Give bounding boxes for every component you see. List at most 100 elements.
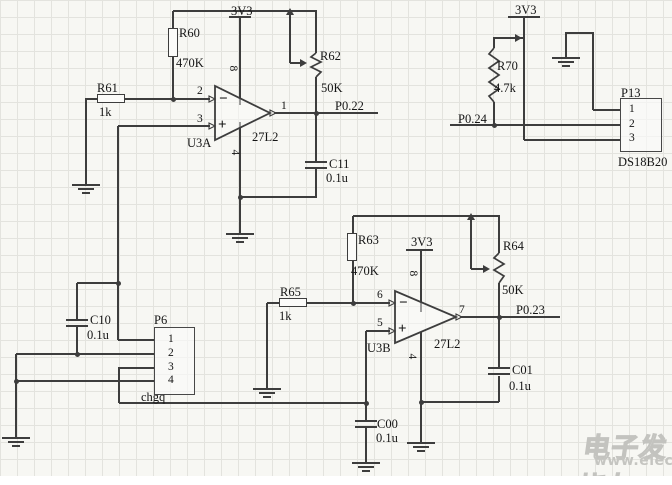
wire-segment <box>498 216 500 253</box>
wire-segment <box>172 57 174 99</box>
wire-arrow-icon <box>515 34 522 42</box>
wire-segment <box>16 380 154 382</box>
wire-segment <box>16 353 154 355</box>
wire-segment <box>315 169 317 197</box>
wire-segment <box>76 283 78 319</box>
wire-segment <box>274 112 378 114</box>
wire-segment <box>494 37 524 39</box>
wire-segment <box>592 33 594 110</box>
wire-segment <box>117 126 119 340</box>
connector-body-p6 <box>154 327 195 395</box>
wire-segment <box>420 332 422 442</box>
wire-segment <box>493 37 495 48</box>
junction-dot <box>171 97 176 102</box>
power-net-label: 3V3 <box>231 4 253 18</box>
wire-segment <box>77 282 119 284</box>
capacitor-plate-c10 <box>66 319 88 322</box>
junction-dot <box>116 281 121 286</box>
connector-body-p13 <box>620 98 662 152</box>
wiper-junction-arrow-icon <box>286 8 294 15</box>
connector-pin-number: 3 <box>629 132 635 144</box>
ref-u3b: U3B <box>367 341 391 355</box>
wire-segment <box>118 339 154 341</box>
wire-segment <box>267 302 279 304</box>
wire-segment <box>239 196 317 198</box>
value-r64: 50K <box>502 283 524 297</box>
ref-p6: P6 <box>154 313 168 327</box>
wire-segment <box>365 403 367 420</box>
wire-segment <box>421 401 499 403</box>
opamp-symbol-u3b <box>388 289 464 345</box>
resistor-body-r60 <box>168 28 178 57</box>
net-label-p022: P0.22 <box>335 99 364 113</box>
junction-dot <box>14 379 19 384</box>
capacitor-plate-c00 <box>355 420 377 423</box>
wire-segment <box>239 122 241 233</box>
connector-pin-number: 1 <box>629 103 635 115</box>
resistor-body-r63 <box>347 233 357 261</box>
wire-segment <box>524 139 620 141</box>
opamp-symbol-u3a <box>208 84 278 142</box>
wire-segment <box>493 102 495 125</box>
ref-r64: R64 <box>503 239 524 253</box>
wire-segment <box>365 428 367 462</box>
ref-r65: R65 <box>280 285 301 299</box>
junction-dot <box>238 195 243 200</box>
wire-segment <box>315 11 317 53</box>
wire-segment <box>365 331 367 403</box>
wire-segment <box>118 125 210 127</box>
opamp-pin-number: 8 <box>227 65 240 72</box>
opamp-plus-sign: + <box>218 117 227 133</box>
wire-segment <box>352 216 354 233</box>
potentiometer-body-r62 <box>309 52 323 78</box>
opamp-pin-number: 8 <box>407 270 420 277</box>
value-c01: 0.1u <box>509 379 531 393</box>
value-c00: 0.1u <box>376 431 398 445</box>
opamp-plus-sign: + <box>398 321 407 337</box>
opamp-pin-number: 1 <box>281 100 287 112</box>
junction-dot <box>419 400 424 405</box>
opamp-minus-sign: − <box>399 295 408 311</box>
wire-segment <box>450 124 620 126</box>
capacitor-plate-c01 <box>488 373 510 376</box>
wire-segment <box>76 327 78 354</box>
ref-r63: R63 <box>358 233 379 247</box>
wire-segment <box>119 402 367 404</box>
ref-r61: R61 <box>97 81 118 95</box>
wire-segment <box>470 216 472 269</box>
capacitor-plate-c00 <box>355 426 377 429</box>
junction-dot <box>314 111 319 116</box>
value-r65: 1k <box>279 309 292 323</box>
wire-segment <box>118 367 120 403</box>
ref-c00: C00 <box>377 417 398 431</box>
potentiometer-body-r64 <box>492 252 506 284</box>
value-r63: 470K <box>351 264 379 278</box>
wire-segment <box>266 303 268 388</box>
ref-r60: R60 <box>179 26 200 40</box>
value-r60: 470K <box>176 56 204 70</box>
ref-r62: R62 <box>320 49 341 63</box>
value-c10: 0.1u <box>87 328 109 342</box>
junction-dot <box>497 315 502 320</box>
ref-r70: R70 <box>497 59 518 73</box>
wire-segment <box>498 317 500 367</box>
net-label-p023: P0.23 <box>516 303 545 317</box>
part-u3b: 27L2 <box>434 337 461 351</box>
wire-segment <box>406 249 433 251</box>
wire-segment <box>498 376 500 402</box>
ref-p13: P13 <box>621 86 641 100</box>
wire-segment <box>307 302 390 304</box>
connector-pin-number: 1 <box>168 333 174 345</box>
junction-dot <box>351 301 356 306</box>
connector-pin-number: 2 <box>629 118 635 130</box>
wire-segment <box>523 17 525 140</box>
wire-segment <box>315 113 317 161</box>
net-label-p024: P0.24 <box>458 112 487 126</box>
wire-segment <box>353 215 500 217</box>
resistor-body-r61 <box>97 94 125 103</box>
pot-wiper-arrow-icon <box>300 59 307 67</box>
ref-c01: C01 <box>512 363 533 377</box>
connector-pin-number: 3 <box>168 361 174 373</box>
wire-segment <box>85 98 87 184</box>
